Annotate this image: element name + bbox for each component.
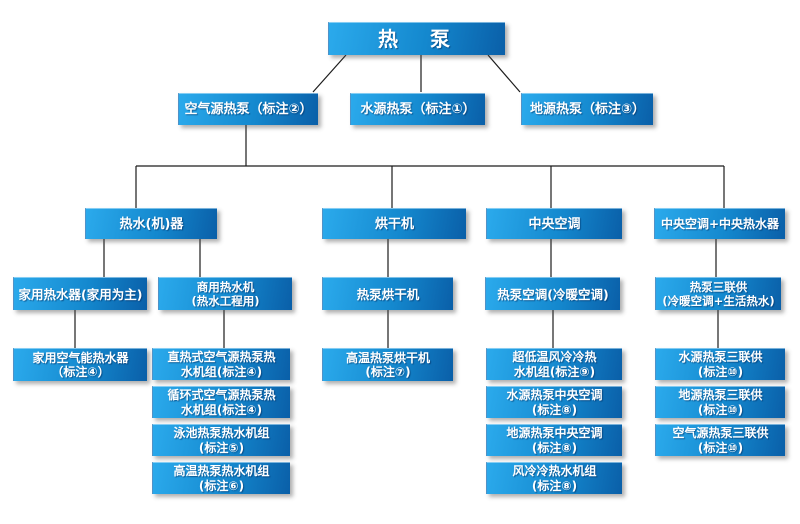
node-ultra-low-temp-air-cooled-unit: 超低温风冷冷热 水机组(标注⑨): [486, 348, 622, 380]
node-ground-source-heat-pump: 地源热泵（标注③）: [521, 93, 653, 125]
node-heat-pump: 热 泵: [328, 22, 505, 55]
node-central-ac-plus-central-water-heater: 中央空调+中央热水器: [654, 208, 785, 239]
node-high-temp-heat-pump-dryer: 高温热泵烘干机 (标注⑦): [322, 348, 453, 381]
node-commercial-water-heater: 商用热水机 (热水工程用): [158, 277, 292, 310]
node-central-ac: 中央空调: [486, 208, 622, 239]
node-domestic-air-energy-water-heater: 家用空气能热水器 （标注④）: [13, 348, 147, 381]
node-pool-heat-pump-unit: 泳池热泵热水机组 (标注⑤): [152, 424, 290, 456]
node-ground-source-triple-supply: 地源热泵三联供 (标注⑩): [655, 386, 785, 418]
node-ground-source-central-ac: 地源热泵中央空调 (标注⑧): [486, 424, 622, 456]
node-air-source-triple-supply: 空气源热泵三联供 (标注⑩): [655, 424, 785, 456]
node-water-heater: 热水(机)器: [85, 208, 217, 239]
node-circulating-air-source-unit: 循环式空气源热泵热 水机组(标注④): [152, 386, 290, 418]
node-direct-heating-air-source-unit: 直热式空气源热泵热 水机组(标注④): [152, 348, 290, 380]
node-air-cooled-water-unit: 风冷冷热水机组 (标注⑧): [486, 462, 622, 494]
node-water-source-heat-pump: 水源热泵（标注①）: [350, 93, 485, 125]
node-water-source-triple-supply: 水源热泵三联供 (标注⑩): [655, 348, 785, 380]
node-domestic-water-heater: 家用热水器(家用为主): [13, 277, 147, 310]
connector-line: [487, 54, 521, 93]
node-heat-pump-triple-supply: 热泵三联供 (冷暖空调+生活热水): [655, 277, 781, 310]
node-heat-pump-dryer: 热泵烘干机: [322, 277, 453, 310]
node-heat-pump-ac: 热泵空调(冷暖空调): [485, 277, 620, 310]
node-dryer: 烘干机: [322, 208, 466, 239]
connector-line: [312, 54, 347, 93]
node-air-source-heat-pump: 空气源热泵（标注②）: [178, 93, 318, 125]
node-high-temp-heat-pump-water-unit: 高温热泵热水机组 (标注⑥): [152, 462, 290, 494]
node-water-source-central-ac: 水源热泵中央空调 (标注⑧): [486, 386, 622, 418]
